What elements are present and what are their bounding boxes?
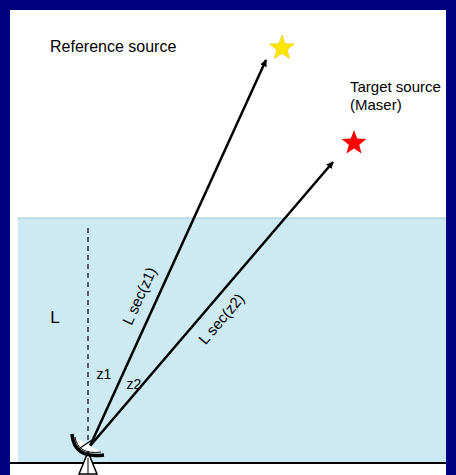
angle-label: z1 <box>97 366 112 383</box>
ground-line <box>10 462 446 464</box>
path-length-label: L sec(z1) <box>119 264 161 327</box>
zenith-line <box>87 228 88 440</box>
antenna-symbol <box>72 434 104 474</box>
angle-label: z2 <box>127 376 142 393</box>
reference-ray <box>90 60 266 446</box>
source-label: Target source (Maser) <box>350 78 450 114</box>
target-ray <box>90 162 333 446</box>
atmosphere-layer <box>18 218 446 463</box>
atmosphere-top <box>18 218 446 219</box>
target-star <box>342 130 367 154</box>
path-length-label: L sec(z2) <box>195 290 248 348</box>
reference-star <box>270 35 295 59</box>
length-label: L <box>50 308 59 328</box>
source-label: Reference source <box>50 37 176 56</box>
